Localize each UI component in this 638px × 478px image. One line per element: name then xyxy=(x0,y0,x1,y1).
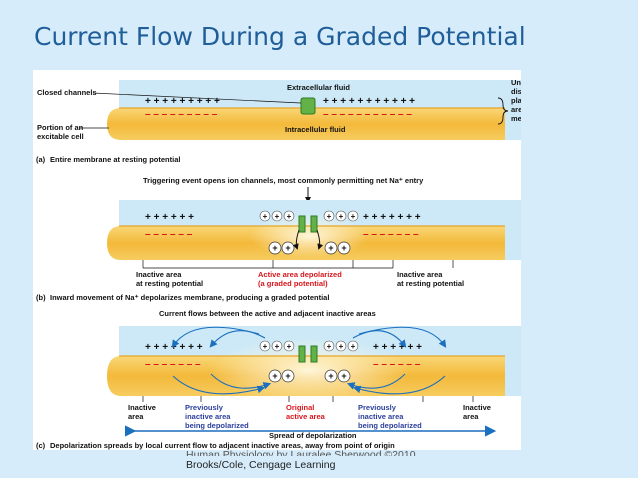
prev-right-3: being depolarized xyxy=(358,421,422,430)
unbalanced-label-2: distributed across the xyxy=(511,87,521,96)
svg-text:+: + xyxy=(272,371,277,381)
svg-text:+: + xyxy=(351,212,356,221)
svg-text:+: + xyxy=(327,212,332,221)
closed-channels-label: Closed channels xyxy=(37,88,97,97)
inactive-right-c-2: area xyxy=(463,412,479,421)
intracellular-positive-ions-b xyxy=(268,241,351,255)
panel-b: Triggering event opens ion channels, mos… xyxy=(36,176,521,302)
open-channel-b xyxy=(298,215,318,233)
inactive-left-b-2: at resting potential xyxy=(136,279,203,288)
svg-text:+: + xyxy=(327,342,332,351)
svg-text:+: + xyxy=(263,212,268,221)
inactive-left-b-1: Inactive area xyxy=(136,270,182,279)
caption-b: Inward movement of Na⁺ depolarizes membr… xyxy=(50,293,329,302)
svg-text:– – – – – – –: – – – – – – – xyxy=(363,229,419,240)
active-area-label-2: (a graded potential) xyxy=(258,279,328,288)
inactive-left-c-2: area xyxy=(128,412,144,421)
svg-text:+: + xyxy=(328,371,333,381)
spread-label: Spread of depolarization xyxy=(269,431,357,440)
trigger-label: Triggering event opens ion channels, mos… xyxy=(143,176,424,185)
local-positive-ions-b xyxy=(259,210,359,222)
prev-right-1: Previously xyxy=(358,403,397,412)
slide-title: Current Flow During a Graded Potential xyxy=(34,22,526,51)
extracellular-label: Extracellular fluid xyxy=(287,83,350,92)
negative-charges-c: – – – – – – – – – – – – – xyxy=(145,359,421,370)
svg-text:– – – – – – –: – – – – – – – xyxy=(145,359,201,370)
unbalanced-label-1: Unbalanced charges xyxy=(511,78,521,87)
inactive-right-c-1: Inactive xyxy=(463,403,491,412)
svg-text:+: + xyxy=(285,243,290,253)
svg-text:+ + + + + + + + + + +: + + + + + + + + + + + xyxy=(323,96,415,107)
caption-a-letter: (a) xyxy=(36,155,46,164)
svg-text:– – – – – –: – – – – – – xyxy=(145,229,193,240)
svg-text:+ + + + + + +: + + + + + + + xyxy=(145,342,203,353)
svg-text:+: + xyxy=(339,212,344,221)
excitable-cell-body xyxy=(107,108,505,140)
original-area-2: active area xyxy=(286,412,326,421)
charge-bracket xyxy=(497,97,509,125)
svg-text:+: + xyxy=(328,243,333,253)
prev-right-2: inactive area xyxy=(358,412,404,421)
svg-text:+: + xyxy=(263,342,268,351)
credit-caption: Human Physiology by Lauralee Sherwood ©2… xyxy=(186,449,446,472)
positive-charges-b: + + + + + + + + + + + + + xyxy=(145,212,421,223)
inactive-right-b-1: Inactive area xyxy=(397,270,443,279)
svg-text:+: + xyxy=(341,243,346,253)
svg-text:+: + xyxy=(272,243,277,253)
unbalanced-label-4: are responsible for xyxy=(511,105,521,114)
diagram-figure: + + + + + + + + + + + + + + + + + + + + … xyxy=(33,70,593,450)
current-flow-arrows xyxy=(171,326,447,395)
svg-text:+ + + + + + +: + + + + + + + xyxy=(363,212,421,223)
prev-left-1: Previously xyxy=(185,403,224,412)
svg-text:+: + xyxy=(287,342,292,351)
inactive-right-b-2: at resting potential xyxy=(397,279,464,288)
caption-a: Entire membrane at resting potential xyxy=(50,155,180,164)
caption-b-letter: (b) xyxy=(36,293,46,302)
negative-charges-a: – – – – – – – – – – – – – – – – – – – – xyxy=(145,109,412,120)
prev-left-2: inactive area xyxy=(185,412,231,421)
svg-text:+: + xyxy=(275,342,280,351)
portion-label-1: Portion of an xyxy=(37,123,84,132)
panel-c: Current flows between the active and adj… xyxy=(36,309,521,450)
svg-text:+ + + + + +: + + + + + + xyxy=(373,342,422,353)
svg-text:+: + xyxy=(339,342,344,351)
svg-text:+ + + + + + + + +: + + + + + + + + + xyxy=(145,96,220,107)
unbalanced-label-3: plasma membrane that xyxy=(511,96,521,105)
prev-left-3: being depolarized xyxy=(185,421,249,430)
intracellular-label: Intracellular fluid xyxy=(285,125,346,134)
open-channel-c xyxy=(298,345,318,363)
intracellular-positive-ions-c xyxy=(268,369,351,383)
svg-text:+: + xyxy=(351,342,356,351)
inactive-left-c-1: Inactive xyxy=(128,403,156,412)
svg-text:+: + xyxy=(285,371,290,381)
svg-text:– – – – – – – – – – –: – – – – – – – – – – – xyxy=(323,109,412,120)
local-positive-ions-c xyxy=(259,340,359,352)
unbalanced-label-5: membrane potential xyxy=(511,114,521,123)
original-area-1: Original xyxy=(286,403,314,412)
caption-c-letter: (c) xyxy=(36,441,46,450)
svg-text:+: + xyxy=(275,212,280,221)
closed-channel xyxy=(300,97,316,115)
caption-c: Depolarization spreads by local current … xyxy=(50,441,395,450)
credit-line-1: Human Physiology by Lauralee Sherwood ©2… xyxy=(186,449,416,456)
svg-text:+ + + + + +: + + + + + + xyxy=(145,212,194,223)
current-flow-label: Current flows between the active and adj… xyxy=(159,309,376,318)
svg-text:– – – – – –: – – – – – – xyxy=(373,359,421,370)
svg-text:+: + xyxy=(341,371,346,381)
panel-a: + + + + + + + + + + + + + + + + + + + + … xyxy=(36,78,593,164)
positive-charges-a: + + + + + + + + + + + + + + + + + + + + xyxy=(145,96,415,107)
active-area-label-1: Active area depolarized xyxy=(258,270,342,279)
svg-text:– – – – – – – – –: – – – – – – – – – xyxy=(145,109,218,120)
negative-charges-b: – – – – – – – – – – – – – xyxy=(145,229,419,240)
credit-line-2: Brooks/Cole, Cengage Learning xyxy=(186,459,336,471)
portion-label-2: excitable cell xyxy=(37,132,84,141)
svg-text:+: + xyxy=(287,212,292,221)
